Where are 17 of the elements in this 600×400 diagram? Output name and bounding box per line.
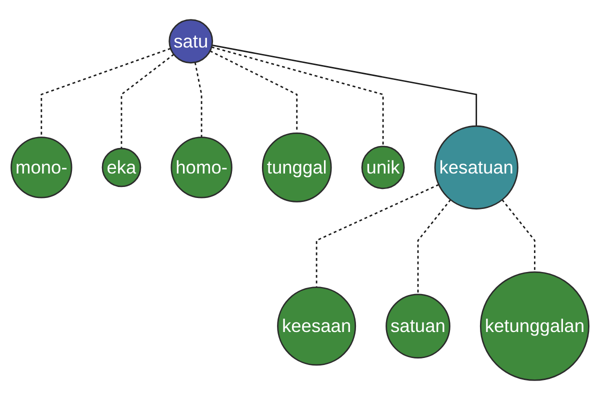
node-circle: homo-	[170, 136, 232, 198]
node-circle: satuan	[386, 294, 450, 359]
connector	[194, 62, 202, 138]
node-circle: kesatuan	[434, 125, 518, 210]
connector	[40, 48, 171, 138]
node-circle: unik	[361, 146, 405, 190]
node-circle: eka	[102, 148, 142, 188]
node-circle: mono-	[10, 136, 72, 198]
node-circle: ketunggalan	[480, 271, 590, 381]
connector	[502, 199, 536, 272]
node-circle: satu	[168, 19, 214, 64]
node-circle: keesaan	[277, 286, 356, 366]
connector	[120, 54, 174, 148]
node-circle: tunggal	[262, 132, 332, 202]
connector	[211, 46, 384, 146]
connector	[417, 199, 452, 294]
connector	[212, 44, 478, 126]
